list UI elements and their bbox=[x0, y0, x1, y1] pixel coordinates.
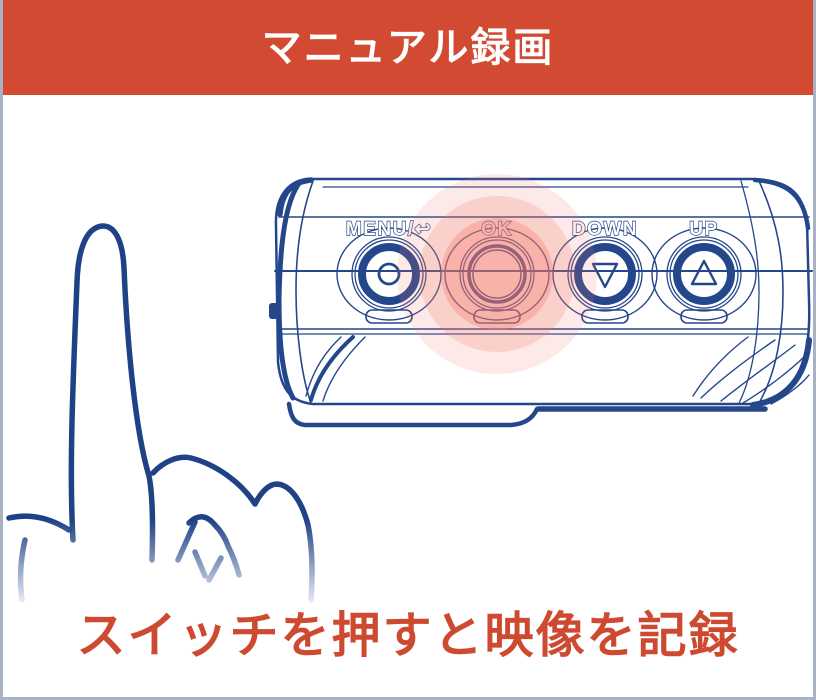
instruction-illustration: MENU/↩ OK DOWN UP bbox=[6, 174, 813, 603]
section-header: マニュアル録画 bbox=[3, 0, 813, 95]
triangle-up-icon bbox=[690, 259, 718, 286]
device-bottom-tray bbox=[286, 401, 540, 428]
menu-button bbox=[336, 227, 442, 324]
right-corner-hatching bbox=[692, 336, 810, 405]
left-corner-hatching bbox=[305, 335, 366, 402]
index-finger bbox=[68, 223, 156, 563]
ok-button bbox=[444, 227, 550, 324]
caption-text: スイッチを押すと映像を記録 bbox=[76, 609, 740, 663]
device-side-notch bbox=[269, 303, 278, 319]
triangle-down-icon bbox=[591, 262, 619, 289]
menu-record-dot bbox=[377, 262, 401, 286]
ok-button-label: OK bbox=[481, 219, 513, 240]
ok-button-highlight-glow bbox=[397, 174, 597, 374]
down-button bbox=[552, 227, 658, 324]
up-button bbox=[651, 227, 757, 324]
down-button-label: DOWN bbox=[572, 219, 638, 240]
menu-button-label: MENU/↩ bbox=[346, 219, 432, 240]
button-labels: MENU/↩ OK DOWN UP bbox=[345, 218, 718, 240]
device-body bbox=[269, 177, 813, 428]
up-button-label: UP bbox=[689, 219, 718, 240]
folded-fingers bbox=[150, 454, 315, 603]
section-title: マニュアル録画 bbox=[261, 25, 555, 70]
pointing-hand-illustration bbox=[6, 223, 315, 603]
